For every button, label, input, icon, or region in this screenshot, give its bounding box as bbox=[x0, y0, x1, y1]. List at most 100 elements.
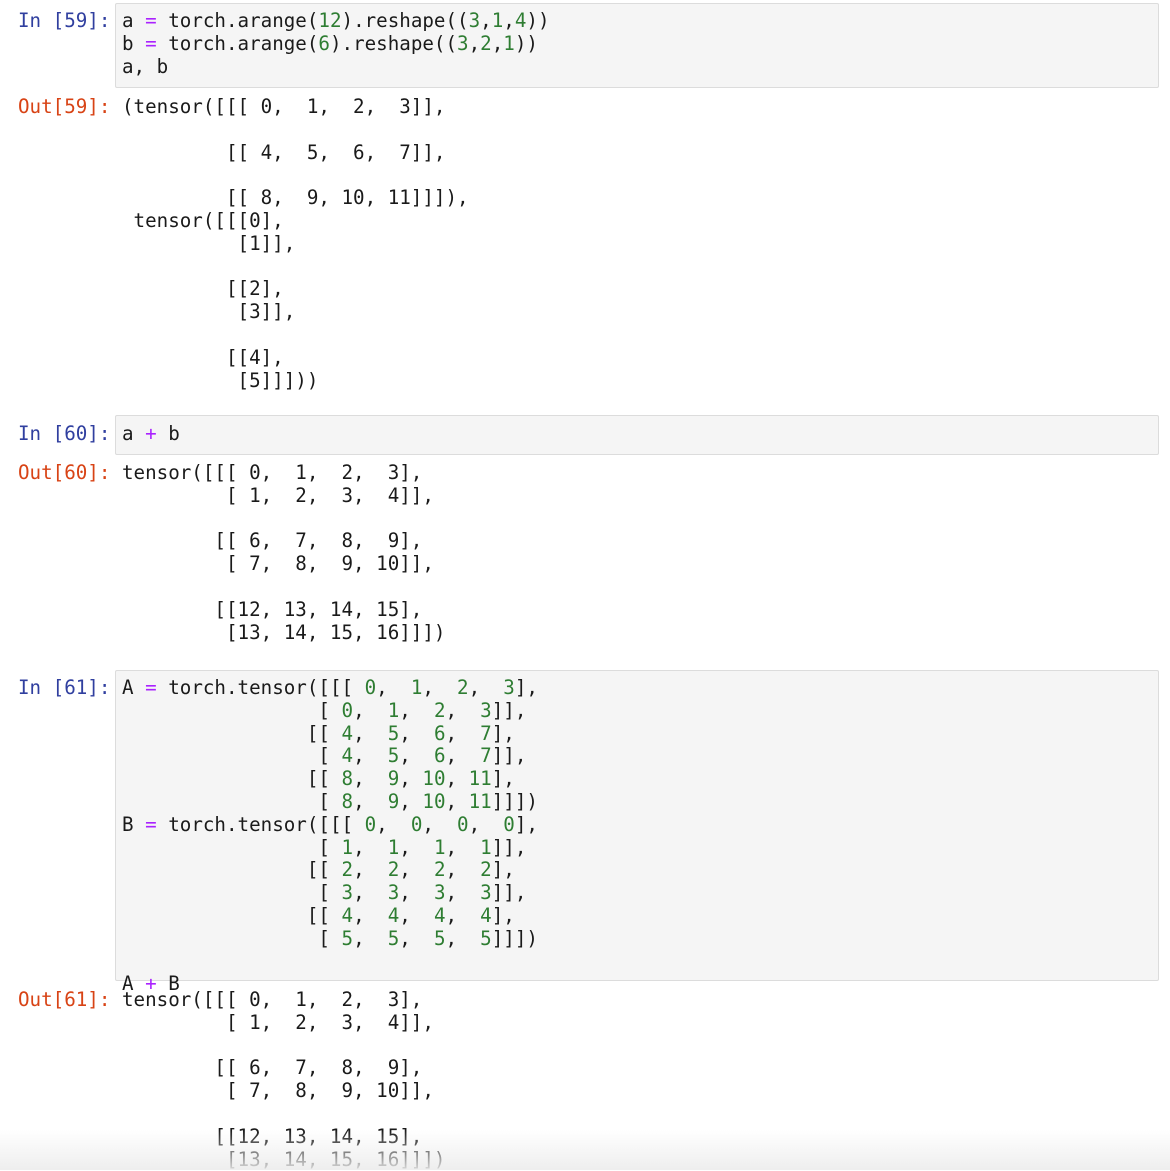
code-text: b bbox=[122, 31, 146, 55]
code-number: 2 bbox=[433, 858, 446, 882]
code-number: 0 bbox=[503, 812, 515, 836]
code-number: 4 bbox=[341, 744, 354, 768]
code-text: ], bbox=[514, 676, 538, 699]
code-text: [[ bbox=[122, 903, 342, 927]
code-text: b bbox=[156, 422, 180, 445]
code-cell-60[interactable] bbox=[115, 415, 1159, 455]
code-operator: + bbox=[145, 422, 157, 445]
code-editor-59[interactable]: a = torch.arange(12).reshape((3,1,4)) b … bbox=[122, 9, 550, 78]
code-text: , bbox=[445, 767, 469, 791]
code-number: 2 bbox=[387, 858, 400, 882]
code-editor-61[interactable]: A = torch.tensor([[[ 0, 1, 2, 3], [ 0, 1… bbox=[122, 676, 538, 996]
code-number: 2 bbox=[433, 698, 446, 722]
code-text: A bbox=[122, 676, 146, 699]
code-text: , bbox=[399, 881, 434, 905]
code-text: [[ bbox=[122, 858, 342, 882]
code-text: , bbox=[422, 676, 458, 699]
code-number: 0 bbox=[457, 812, 469, 836]
code-text: torch.tensor([[[ bbox=[156, 812, 365, 836]
code-text: ).reshape(( bbox=[329, 31, 458, 55]
code-operator: = bbox=[145, 812, 157, 836]
code-number: 1 bbox=[491, 9, 504, 32]
code-text: ]]]) bbox=[491, 926, 538, 950]
code-text: , bbox=[353, 926, 388, 950]
input-prompt-61: In [61]: bbox=[18, 676, 111, 699]
code-number: 3 bbox=[387, 881, 400, 905]
code-text: , bbox=[445, 926, 481, 950]
code-number: 1 bbox=[387, 835, 400, 859]
code-text: , bbox=[353, 789, 388, 813]
code-text: , bbox=[399, 744, 434, 768]
code-text: , bbox=[445, 789, 469, 813]
code-number: 7 bbox=[480, 744, 492, 768]
code-operator: = bbox=[145, 676, 157, 699]
output-prompt-60: Out[60]: bbox=[18, 461, 111, 484]
code-number: 10 bbox=[422, 789, 446, 813]
output-prompt-59: Out[59]: bbox=[18, 95, 111, 118]
code-number: 5 bbox=[480, 926, 492, 950]
code-text: B bbox=[156, 972, 180, 996]
code-text: )) bbox=[514, 31, 538, 55]
code-text: , bbox=[422, 812, 458, 836]
code-editor-60[interactable]: a + b bbox=[122, 422, 180, 446]
code-number: 5 bbox=[341, 926, 354, 950]
code-number: 2 bbox=[480, 31, 492, 55]
code-text: , bbox=[445, 744, 481, 768]
code-number: 3 bbox=[457, 31, 469, 55]
code-text: , bbox=[399, 767, 423, 791]
code-text: [ bbox=[122, 835, 342, 859]
code-text: [ bbox=[122, 744, 342, 768]
code-number: 1 bbox=[480, 835, 492, 859]
code-text: A bbox=[122, 972, 146, 996]
code-cell-59[interactable] bbox=[115, 3, 1159, 88]
code-number: 3 bbox=[480, 698, 492, 722]
code-text: [[ bbox=[122, 721, 342, 745]
code-operator: + bbox=[145, 972, 157, 996]
code-text: , bbox=[353, 721, 388, 745]
code-number: 4 bbox=[387, 903, 400, 927]
code-text: , bbox=[445, 835, 481, 859]
code-text: torch.arange( bbox=[156, 9, 319, 32]
code-number: 3 bbox=[433, 881, 446, 905]
code-text: ]]]) bbox=[491, 789, 538, 813]
code-text: ], bbox=[514, 812, 538, 836]
code-text: , bbox=[353, 698, 388, 722]
code-number: 3 bbox=[468, 9, 481, 32]
code-number: 3 bbox=[480, 881, 492, 905]
code-text: , bbox=[468, 31, 481, 55]
code-text: )) bbox=[526, 9, 550, 32]
code-number: 5 bbox=[387, 926, 400, 950]
code-text: , bbox=[399, 858, 434, 882]
code-number: 6 bbox=[433, 721, 446, 745]
code-text: , bbox=[445, 721, 481, 745]
code-number: 4 bbox=[480, 903, 492, 927]
code-text: , bbox=[399, 903, 434, 927]
code-text: , bbox=[399, 698, 434, 722]
code-text: [ bbox=[122, 926, 342, 950]
output-prompt-61: Out[61]: bbox=[18, 988, 111, 1011]
code-cell-61[interactable] bbox=[115, 670, 1159, 981]
code-text: , bbox=[353, 903, 388, 927]
code-text: , bbox=[353, 835, 388, 859]
code-number: 10 bbox=[422, 767, 446, 791]
code-text: B bbox=[122, 812, 146, 836]
code-text: , bbox=[353, 767, 388, 791]
output-area-61: tensor([[[ 0, 1, 2, 3], [ 1, 2, 3, 4]], … bbox=[122, 988, 446, 1171]
code-number: 9 bbox=[387, 767, 400, 791]
code-number: 0 bbox=[341, 698, 354, 722]
code-number: 3 bbox=[341, 881, 354, 905]
code-text: , bbox=[353, 744, 388, 768]
code-text: , bbox=[468, 676, 504, 699]
code-number: 1 bbox=[410, 676, 423, 699]
code-number: 1 bbox=[503, 31, 515, 55]
code-number: 4 bbox=[514, 9, 527, 32]
code-text: a bbox=[122, 422, 146, 445]
code-number: 4 bbox=[341, 721, 354, 745]
code-text: , bbox=[399, 926, 434, 950]
code-text: torch.tensor([[[ bbox=[156, 676, 365, 699]
code-text: , bbox=[399, 721, 434, 745]
code-number: 5 bbox=[387, 744, 400, 768]
code-number: 11 bbox=[468, 767, 492, 791]
code-text: , bbox=[480, 9, 492, 32]
code-number: 2 bbox=[457, 676, 469, 699]
